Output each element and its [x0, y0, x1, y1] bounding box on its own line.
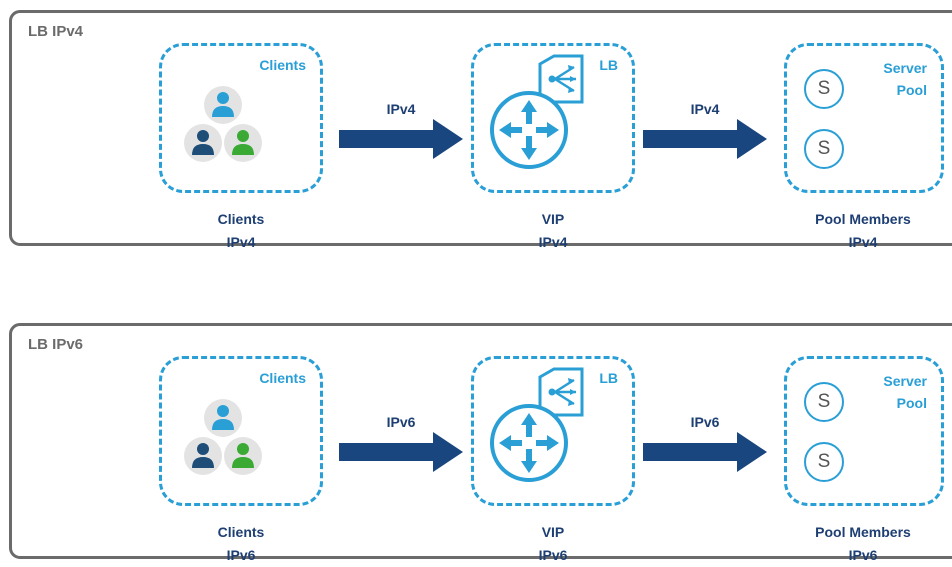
lb-box: LB [471, 356, 635, 506]
clients-caption-line1: Clients [217, 524, 265, 540]
pool-caption-line1: Pool Members [815, 211, 911, 227]
right-arrow-icon [339, 432, 463, 472]
server-icon: S [804, 382, 844, 422]
clients-box-label: Clients [259, 57, 306, 73]
lb-box-label: LB [599, 57, 618, 73]
arrow1-label: IPv4 [386, 101, 416, 117]
pool-members-caption: Pool Members IPv4 [773, 208, 952, 254]
server-pool-box: Server Pool S S [784, 356, 944, 506]
vip-caption-line1: VIP [541, 524, 565, 540]
vip-caption: VIP IPv4 [463, 208, 643, 254]
lb-box-label: LB [599, 370, 618, 386]
arrow2-label: IPv4 [690, 101, 720, 117]
vip-caption-line2: IPv6 [538, 547, 568, 563]
clients-caption-line2: IPv6 [226, 547, 256, 563]
right-arrow-icon [339, 119, 463, 159]
panel-title: LB IPv4 [28, 23, 84, 40]
panel-lb-ipv4: LB IPv4 Clients Clients IPv4 IPv4 LB [9, 10, 952, 250]
pool-members-caption: Pool Members IPv6 [773, 521, 952, 567]
clients-caption: Clients IPv6 [151, 521, 331, 567]
vip-caption-line1: VIP [541, 211, 565, 227]
server-pool-label-line2: Pool [896, 82, 927, 98]
panel-lb-ipv6: LB IPv6 Clients Clients IPv6 IPv6 LB [9, 323, 952, 563]
right-arrow-icon [643, 119, 767, 159]
arrow1-label: IPv6 [386, 414, 416, 430]
lb-box: LB [471, 43, 635, 193]
server-pool-label-line1: Server [883, 373, 927, 389]
pool-caption-line1: Pool Members [815, 524, 911, 540]
server-pool-label-line2: Pool [896, 395, 927, 411]
server-pool-box-label: Server Pool [883, 57, 927, 101]
pool-caption-line2: IPv4 [848, 234, 878, 250]
clients-caption-line2: IPv4 [226, 234, 256, 250]
server-icon: S [804, 129, 844, 169]
right-arrow-icon [643, 432, 767, 472]
server-pool-box: Server Pool S S [784, 43, 944, 193]
clients-box-label: Clients [259, 370, 306, 386]
vip-caption-line2: IPv4 [538, 234, 568, 250]
pool-caption-line2: IPv6 [848, 547, 878, 563]
load-balancer-router-icon [490, 54, 584, 169]
server-pool-box-label: Server Pool [883, 370, 927, 414]
users-group-icon [184, 86, 262, 162]
vip-caption: VIP IPv6 [463, 521, 643, 567]
load-balancer-router-icon [490, 367, 584, 482]
server-pool-label-line1: Server [883, 60, 927, 76]
users-group-icon [184, 399, 262, 475]
clients-box: Clients [159, 43, 323, 193]
server-icon: S [804, 69, 844, 109]
panel-title: LB IPv6 [28, 336, 84, 353]
clients-caption-line1: Clients [217, 211, 265, 227]
arrow2-label: IPv6 [690, 414, 720, 430]
server-icon: S [804, 442, 844, 482]
clients-box: Clients [159, 356, 323, 506]
clients-caption: Clients IPv4 [151, 208, 331, 254]
